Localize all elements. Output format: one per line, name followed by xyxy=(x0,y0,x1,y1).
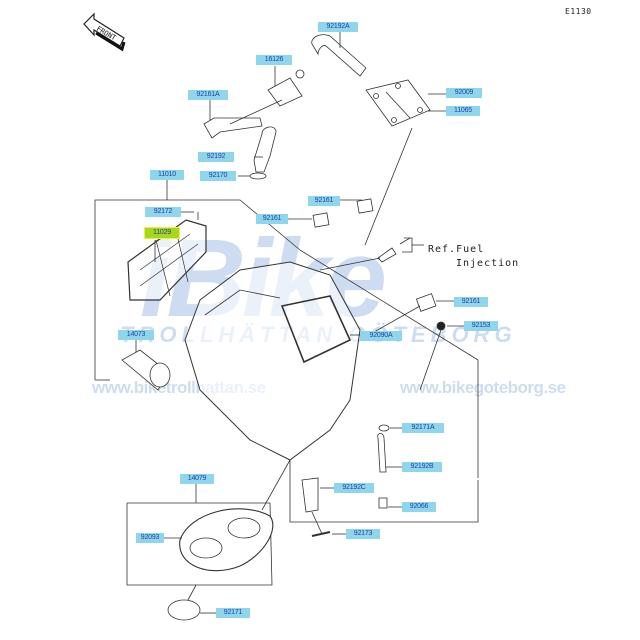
front-arrow-icon xyxy=(83,12,126,52)
part-label-92161-b[interactable]: 92161 xyxy=(308,196,340,206)
part-label-14073[interactable]: 14073 xyxy=(118,330,154,340)
part-label-92170[interactable]: 92170 xyxy=(200,171,236,181)
drain-92192C xyxy=(301,477,319,513)
part-label-92066[interactable]: 92066 xyxy=(402,502,436,512)
part-label-92173[interactable]: 92173 xyxy=(346,529,380,539)
air-filter-11029 xyxy=(127,219,207,301)
part-label-92192A[interactable]: 92192A xyxy=(318,22,358,32)
watermark-url-right: www.bikegoteborg.se xyxy=(400,378,566,397)
part-label-92171A[interactable]: 92171A xyxy=(402,423,444,433)
part-label-92090A[interactable]: 92090A xyxy=(360,331,402,341)
part-label-11029[interactable]: 11029 xyxy=(145,228,179,238)
part-label-92172[interactable]: 92172 xyxy=(145,207,181,217)
part-label-11065[interactable]: 11065 xyxy=(446,106,480,116)
air-box-housing xyxy=(184,261,361,461)
hose-92192A xyxy=(311,34,367,77)
cover-92093 xyxy=(179,508,274,572)
pipe-92161A xyxy=(203,117,263,139)
ref-fuel-label: Ref.Fuel xyxy=(428,244,485,255)
part-label-92161A[interactable]: 92161A xyxy=(188,90,228,100)
plate-11065 xyxy=(365,79,431,127)
part-label-92093[interactable]: 92093 xyxy=(136,533,164,543)
diagram-code: E1130 xyxy=(565,7,592,16)
part-label-92192B[interactable]: 92192B xyxy=(402,462,442,472)
part-label-92161-c[interactable]: 92161 xyxy=(454,297,488,307)
part-label-92192C[interactable]: 92192C xyxy=(334,483,374,493)
hose-92192 xyxy=(253,126,277,173)
valve-16126 xyxy=(267,77,303,107)
part-label-92009[interactable]: 92009 xyxy=(446,88,482,98)
part-label-16126[interactable]: 16126 xyxy=(256,55,292,65)
part-label-14079[interactable]: 14079 xyxy=(180,474,214,484)
hose-92192B xyxy=(377,433,387,473)
part-label-92192[interactable]: 92192 xyxy=(198,152,234,162)
part-label-92161-a[interactable]: 92161 xyxy=(256,214,288,224)
part-label-92153[interactable]: 92153 xyxy=(464,321,498,331)
part-label-92171[interactable]: 92171 xyxy=(216,608,250,618)
ref-injection-label: Injection xyxy=(456,258,520,269)
part-label-11010[interactable]: 11010 xyxy=(150,170,184,180)
